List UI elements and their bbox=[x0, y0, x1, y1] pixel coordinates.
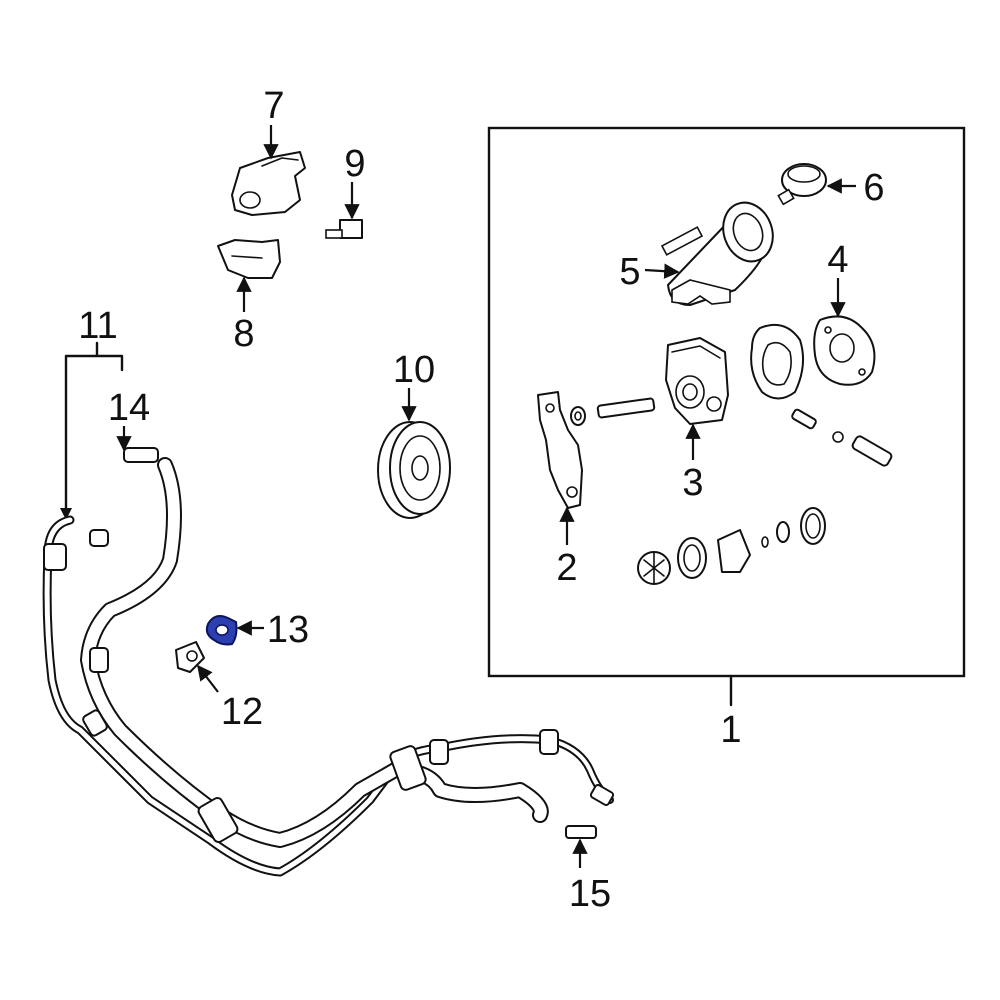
callout-label-8: 8 bbox=[233, 313, 254, 355]
pump-assembly-box bbox=[487, 126, 966, 678]
callout-label-12: 12 bbox=[221, 691, 263, 733]
callout-label-13: 13 bbox=[267, 609, 309, 651]
callout-label-11: 11 bbox=[78, 305, 117, 347]
o-ring-13-part[interactable] bbox=[205, 615, 238, 646]
reservoir-part[interactable] bbox=[660, 196, 781, 306]
callout-label-10: 10 bbox=[393, 349, 435, 391]
callout-11-bracket bbox=[64, 341, 124, 514]
callout-label-6: 6 bbox=[863, 167, 884, 209]
pump-gasket-part bbox=[750, 324, 805, 400]
callout-label-15: 15 bbox=[569, 873, 611, 915]
callout-label-2: 2 bbox=[556, 547, 577, 589]
callout-label-5: 5 bbox=[619, 251, 640, 293]
callout-label-14: 14 bbox=[108, 387, 150, 429]
reservoir-cap-part[interactable] bbox=[777, 163, 827, 206]
callout-label-4: 4 bbox=[827, 239, 848, 281]
pulley-part[interactable] bbox=[377, 421, 451, 519]
callout-11-arrowhead bbox=[60, 508, 72, 520]
callout-label-3: 3 bbox=[682, 462, 703, 504]
seal-kit-parts bbox=[637, 507, 826, 585]
pump-fitting-part bbox=[791, 408, 893, 467]
pump-shaft-part bbox=[570, 397, 656, 426]
callout-label-9: 9 bbox=[344, 143, 365, 185]
callout-12-arrow bbox=[197, 664, 219, 693]
callout-5-arrow bbox=[644, 263, 680, 279]
callout-label-7: 7 bbox=[263, 85, 284, 127]
fitting-15-part[interactable] bbox=[565, 825, 597, 839]
brace-part[interactable] bbox=[217, 239, 281, 279]
fitting-14-part[interactable] bbox=[123, 447, 159, 463]
fitting-12-part[interactable] bbox=[175, 641, 205, 673]
hose-assembly-part[interactable] bbox=[42, 457, 615, 877]
pump-bracket-part[interactable] bbox=[537, 391, 583, 509]
mounting-bracket-part[interactable] bbox=[231, 151, 306, 216]
callout-label-1: 1 bbox=[720, 709, 741, 751]
pump-cover-part[interactable] bbox=[813, 315, 876, 386]
pump-body-part[interactable] bbox=[665, 337, 729, 425]
bolt-part[interactable] bbox=[325, 219, 363, 239]
